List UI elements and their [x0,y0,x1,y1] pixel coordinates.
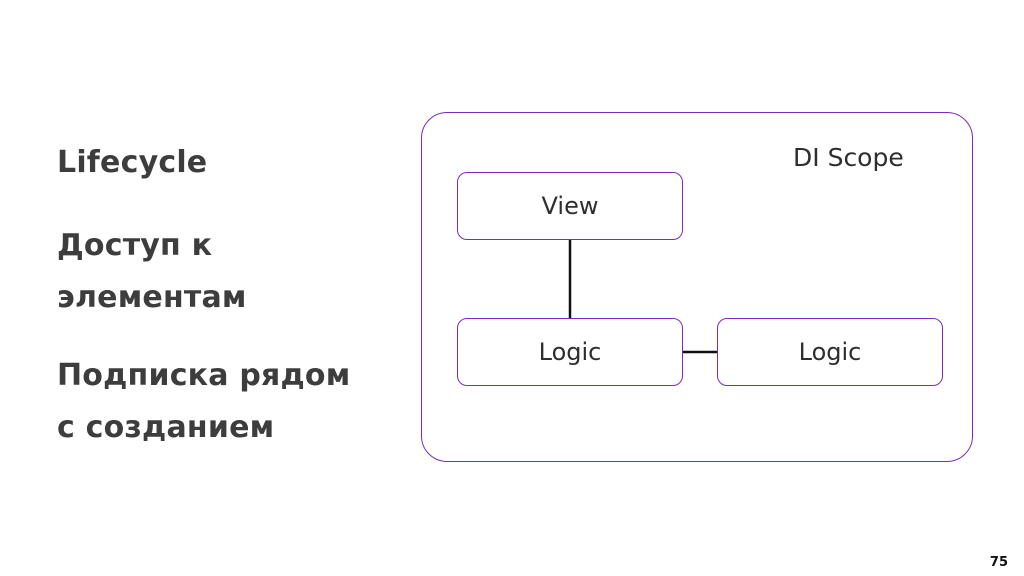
node-logic-primary: Logic [457,318,683,386]
page-number: 75 [989,555,1008,570]
node-logic-secondary: Logic [717,318,943,386]
di-scope-container [421,112,973,462]
di-scope-label: DI Scope [793,143,904,172]
bullet-element-access: Доступ к элементам [57,228,247,315]
bullet-subscription: Подписка рядом с созданием [57,358,351,445]
bullet-lifecycle: Lifecycle [57,145,208,180]
node-view: View [457,172,683,240]
